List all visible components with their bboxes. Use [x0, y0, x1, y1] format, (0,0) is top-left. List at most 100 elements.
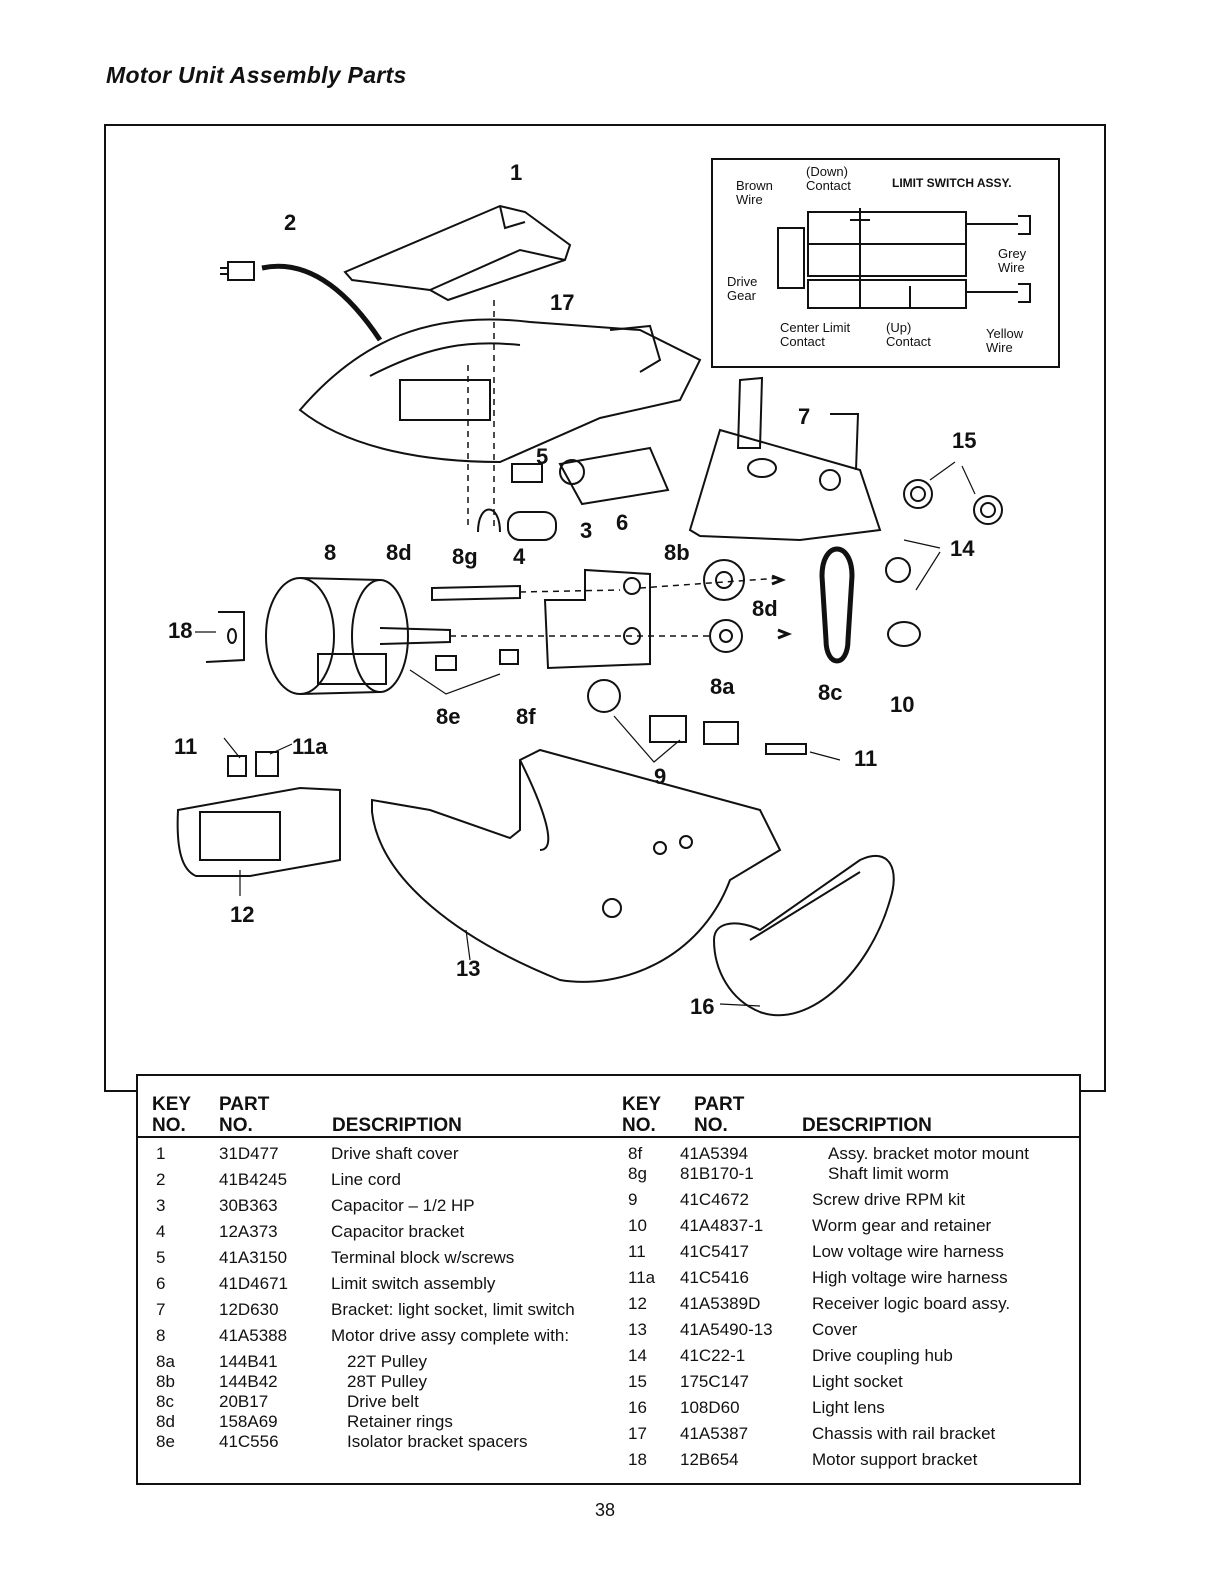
right-row-description: Motor support bracket: [812, 1450, 978, 1469]
limit-switch-inset-frame: [711, 158, 1060, 368]
left-row-description: Capacitor bracket: [331, 1222, 465, 1241]
right-row-part-no: 41A5389D: [680, 1294, 761, 1313]
right-row-description: Light lens: [812, 1398, 885, 1417]
terminal-block-drawing: [511, 463, 543, 483]
right-row-part-no: 41A5394: [680, 1144, 749, 1163]
right-row-part-no: 175C147: [680, 1372, 750, 1391]
left-row-key-no: 7: [156, 1300, 166, 1319]
right-row-key-no: 8g: [628, 1164, 647, 1183]
right-row-part-no: 41C5417: [680, 1242, 750, 1261]
right-row-part-no: 41A5490-13: [680, 1320, 773, 1339]
left-row-description: Terminal block w/screws: [331, 1248, 515, 1267]
header-description-left: DESCRIPTION: [332, 1115, 462, 1136]
cover-drawing: [371, 748, 782, 983]
left-row-description: Drive belt: [347, 1392, 419, 1411]
motor-drawing: [265, 577, 451, 695]
left-row-part-no: 41D4671: [219, 1274, 289, 1293]
callout-17: 17: [550, 290, 574, 315]
callout-7: 7: [798, 404, 810, 429]
right-row-part-no: 41C5416: [680, 1268, 750, 1287]
assembly-lines-chassis: [467, 300, 495, 530]
right-row-part-no: 12B654: [680, 1450, 739, 1469]
left-row-part-no: 41C556: [219, 1432, 279, 1451]
motor-mount-bracket-drawing: [543, 568, 651, 670]
callout-8e: 8e: [436, 704, 460, 729]
left-row-key-no: 8a: [156, 1352, 175, 1371]
left-row-description: Isolator bracket spacers: [347, 1432, 528, 1451]
callout-8: 8: [324, 540, 336, 565]
worm-gear-drawing: [887, 621, 921, 647]
callout-11a: 11a: [292, 734, 328, 759]
limit-switch-drawing: [558, 446, 670, 506]
left-row-description: Capacitor – 1/2 HP: [331, 1196, 475, 1215]
callout-4: 4: [513, 544, 526, 569]
left-row-key-no: 8e: [156, 1432, 175, 1451]
right-row-key-no: 18: [628, 1450, 647, 1469]
left-row-description: Drive shaft cover: [331, 1144, 459, 1163]
left-row-part-no: 12A373: [219, 1222, 278, 1241]
rpm-kit-drawing: [587, 679, 621, 713]
right-row-part-no: 41C4672: [680, 1190, 750, 1209]
right-row-key-no: 14: [628, 1346, 647, 1365]
callout-labels: 1 2 17 7 15 5 3 6 4 8 8d 8g 8b 14 8d 18 …: [168, 160, 976, 1019]
left-row-description: Bracket: light socket, limit switch: [331, 1300, 575, 1319]
callout-8d-lower: 8d: [752, 596, 778, 621]
right-row-key-no: 11: [628, 1242, 646, 1261]
limit-switch-assembly-drawing: [777, 208, 1031, 309]
down-contact-label: (Down)Contact: [806, 164, 851, 193]
right-row-key-no: 17: [628, 1424, 647, 1443]
callout-11-left: 11: [174, 734, 197, 759]
callout-11-right: 11: [854, 746, 877, 771]
right-row-description: Light socket: [812, 1372, 903, 1391]
right-row-part-no: 108D60: [680, 1398, 740, 1417]
right-row-key-no: 9: [628, 1190, 638, 1209]
drive-belt-drawing: [819, 546, 855, 664]
left-row-part-no: 41A3150: [219, 1248, 288, 1267]
callout-1: 1: [510, 160, 522, 185]
line-cord-drawing: [220, 261, 383, 342]
right-row-description: Shaft limit worm: [828, 1164, 949, 1183]
right-row-key-no: 10: [628, 1216, 647, 1235]
pulley-28t-drawing: [703, 559, 745, 601]
header-description-right: DESCRIPTION: [802, 1115, 932, 1136]
right-row-part-no: 81B170-1: [680, 1164, 754, 1183]
left-row-description: Line cord: [331, 1170, 401, 1189]
callout-3: 3: [580, 518, 592, 543]
left-row-key-no: 1: [156, 1144, 166, 1163]
left-row-part-no: 144B42: [219, 1372, 278, 1391]
shaft-limit-worm-drawing: [431, 584, 521, 602]
left-row-key-no: 8b: [156, 1372, 175, 1391]
light-socket-drawing: [903, 479, 1003, 525]
left-row-key-no: 3: [156, 1196, 166, 1215]
right-row-part-no: 41A5387: [680, 1424, 749, 1443]
drive-coupling-hub-drawing: [885, 557, 911, 583]
receiver-logic-board-drawing: [176, 786, 341, 877]
callout-8b: 8b: [664, 540, 690, 565]
left-row-part-no: 12D630: [219, 1300, 279, 1319]
left-row-part-no: 20B17: [219, 1392, 269, 1411]
callout-16: 16: [690, 994, 714, 1019]
callout-5: 5: [536, 444, 548, 469]
callout-2: 2: [284, 210, 296, 235]
chassis-drawing: [298, 318, 702, 464]
callout-8f: 8f: [516, 704, 536, 729]
light-lens-drawing: [712, 854, 895, 1017]
pulley-22t-drawing: [709, 619, 743, 653]
drive-shaft-cover-drawing: [343, 204, 572, 302]
left-row-part-no: 144B41: [219, 1352, 278, 1371]
right-row-key-no: 12: [628, 1294, 647, 1313]
left-row-key-no: 8d: [156, 1412, 175, 1431]
right-row-key-no: 11a: [628, 1268, 656, 1287]
right-row-description: Drive coupling hub: [812, 1346, 953, 1365]
header-rule: [138, 1136, 1079, 1138]
motor-support-bracket-drawing: [205, 611, 245, 663]
